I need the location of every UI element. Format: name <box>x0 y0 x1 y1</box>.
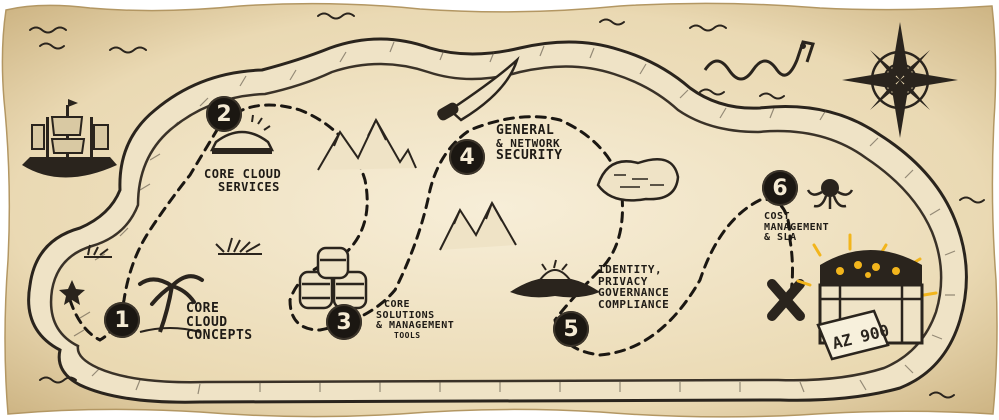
stop-6-label: Cost Management & SLA <box>764 211 830 243</box>
compass-rose-icon <box>842 22 958 138</box>
mountain-icon <box>439 200 517 251</box>
stop-1-label: Core Cloud Concepts <box>186 301 253 344</box>
stop-4-marker: 4 <box>449 139 485 175</box>
stop-5-marker: 5 <box>553 311 589 347</box>
stop-4-label: General & Network Security <box>496 123 563 164</box>
island-icon <box>596 158 680 202</box>
sea-waves <box>29 12 985 399</box>
mountain-icon <box>317 117 417 171</box>
sword-icon <box>437 55 520 122</box>
stop-3-marker: 3 <box>326 304 362 340</box>
grass-icon <box>215 237 262 255</box>
stop-2-label: Core Cloud Services <box>204 167 282 194</box>
stop-2-marker: 2 <box>206 96 242 132</box>
x-mark-icon <box>767 279 805 321</box>
dashed-route <box>68 103 794 357</box>
treasure-chest-icon: AZ 900 <box>796 233 938 361</box>
crown-icon <box>209 114 275 154</box>
palm-tree-icon <box>138 274 204 333</box>
stop-5-label: Identity, Privacy Governance Compliance <box>598 263 670 311</box>
starfish-icon <box>59 280 85 305</box>
ship-icon <box>22 99 117 178</box>
grass-icon <box>84 244 112 258</box>
pirate-hat-icon <box>510 259 600 298</box>
stop-1-marker: 1 <box>104 302 140 338</box>
stop-3-label: Core Solutions & Management Tools <box>376 299 455 340</box>
barrels-icon <box>298 246 368 310</box>
kraken-icon <box>806 179 854 209</box>
sea-serpent-icon <box>703 40 815 81</box>
stop-6-marker: 6 <box>762 170 798 206</box>
